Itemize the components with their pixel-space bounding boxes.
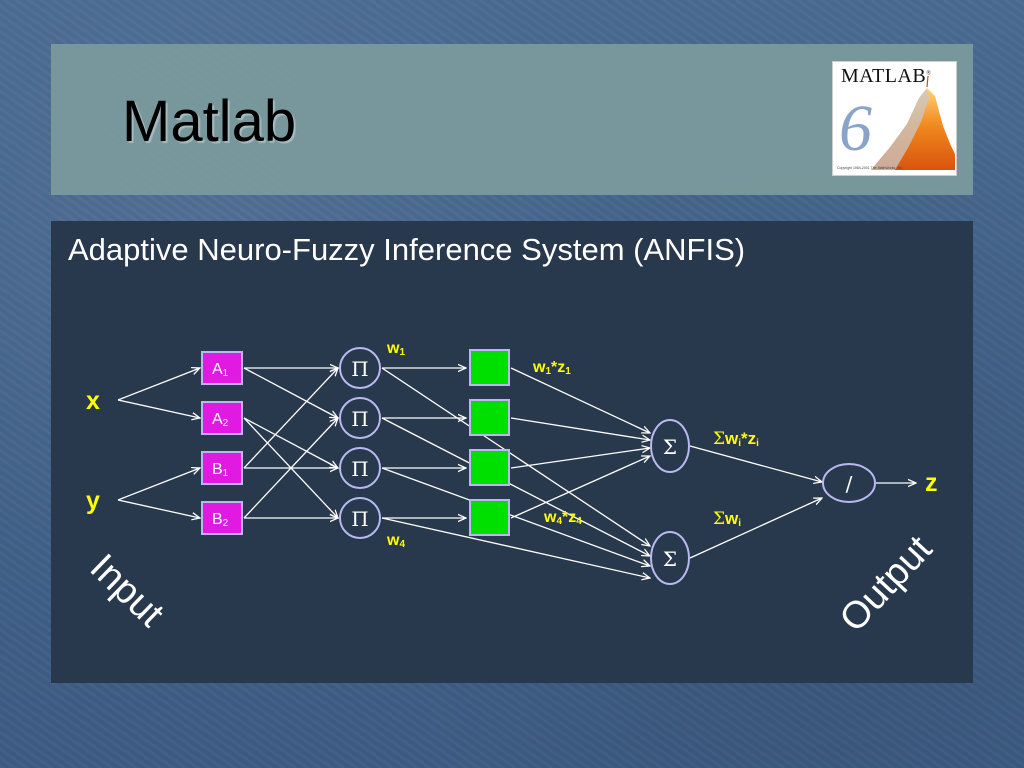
logo-copyright: Copyright 1984-2001 The MathWorks, Inc. [837,166,903,170]
svg-text:A2: A2 [212,411,229,429]
output-z-label: z [925,469,938,497]
sum-node-lower: Σ [650,531,690,585]
slide-title: Matlab [122,89,297,154]
edge-s2-d [689,498,822,559]
sum-w-label: Σwi [713,509,741,529]
rule-node-3 [469,449,510,486]
edge-p3-s2 [381,467,650,566]
edge-s1-d [689,445,822,482]
stage-input-label: Input [82,546,172,635]
mf-node-b2: B2 [201,501,243,535]
rule-node-1 [469,349,510,386]
svg-text:Π: Π [351,407,368,431]
division-node: / [822,463,876,503]
edge-a2-p3 [243,417,338,468]
edge-p2-s2 [381,417,650,556]
weight-w1-label: w1 [386,340,405,358]
svg-text:Π: Π [351,457,368,481]
edge-r2-s1 [510,417,650,440]
slide-subtitle: Adaptive Neuro-Fuzzy Inference System (A… [68,232,746,267]
svg-text:A1: A1 [212,361,229,379]
mf-node-b1: B1 [201,451,243,485]
edge-p1-s2 [381,367,650,546]
svg-text:Σ: Σ [663,547,677,571]
svg-text:Π: Π [351,357,368,381]
input-x-label: x [86,387,100,415]
product-node-4: Π [339,497,381,539]
svg-text:/: / [846,472,853,496]
product-w1z1-label: w1*z1 [532,359,571,377]
edge-b1-p1 [243,368,338,469]
product-node-2: Π [339,397,381,439]
product-node-1: Π [339,347,381,389]
logo-brand: MATLAB® [841,65,932,87]
mf-node-a1: A1 [201,351,243,385]
title-bar [51,44,973,195]
edge-r3-s1 [510,448,650,469]
mf-node-a2: A2 [201,401,243,435]
svg-text:B2: B2 [212,511,229,529]
rule-node-2 [469,399,510,436]
matlab-logo: MATLAB® 6 Copyright 1984-2001 The MathWo… [832,61,957,176]
edge-a1-p3 [243,367,338,418]
edge-p4-s2 [381,517,650,578]
edge-x-a2 [117,399,200,418]
edge-b2-p2 [243,418,338,519]
connection-lines [117,367,916,578]
svg-text:Π: Π [351,507,368,531]
rule-node-4 [469,499,510,536]
svg-text:B1: B1 [212,461,229,479]
edge-r1-s1 [510,367,650,433]
weight-w4-label: w4 [386,532,405,550]
sum-node-upper: Σ [650,419,690,473]
membrane-logo-icon [871,75,955,170]
svg-text:Σ: Σ [663,435,677,459]
stage-output-label: Output [832,528,941,640]
edge-y-b1 [117,468,200,501]
sum-wz-label: Σwi*zi [713,429,759,449]
edge-r4-s1 [510,456,650,519]
edge-y-b2 [117,499,200,518]
product-node-3: Π [339,447,381,489]
edge-x-a1 [117,368,200,401]
product-w4z4-label: w4*z4 [543,509,582,527]
logo-version: 6 [839,92,872,165]
input-y-label: y [86,487,100,515]
